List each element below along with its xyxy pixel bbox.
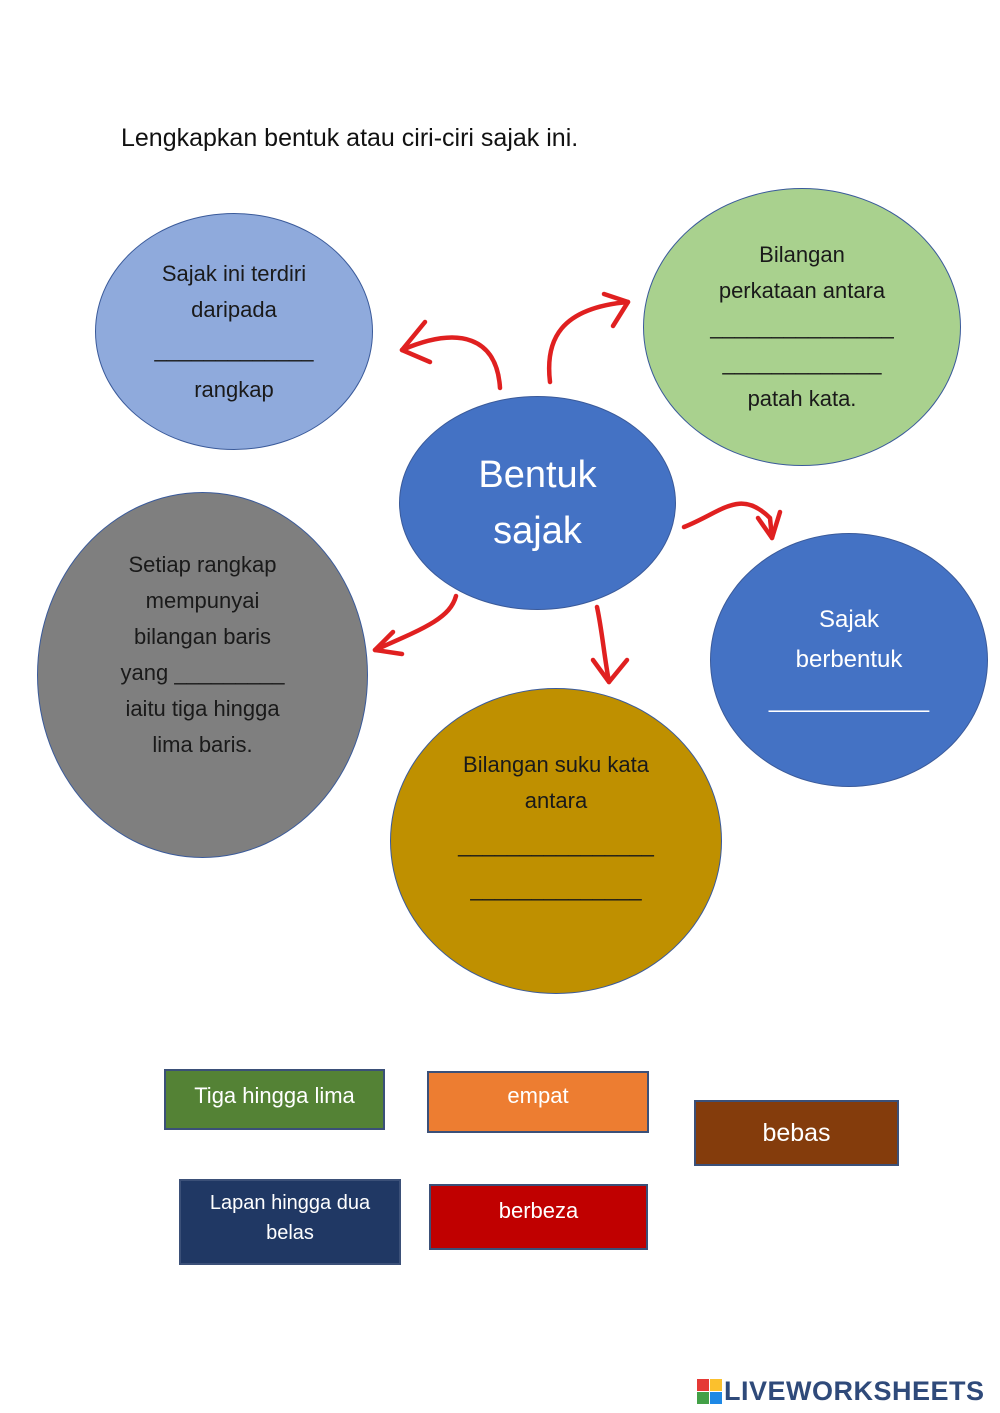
berbentuk-bubble: Sajak berbentuk ____________ <box>710 533 988 787</box>
center-title-line-2: sajak <box>493 510 582 552</box>
answer-bebas[interactable]: bebas <box>694 1100 899 1166</box>
answer-tiga-hingga-lima[interactable]: Tiga hingga lima <box>164 1069 385 1130</box>
center-bubble: Bentuk sajak <box>399 396 676 610</box>
rangkap-bubble: Sajak ini terdiri daripada _____________… <box>95 213 373 450</box>
suku-kata-blank-2[interactable]: ______________ <box>470 876 642 901</box>
suku-kata-bubble: Bilangan suku kata antara ______________… <box>390 688 722 994</box>
berbentuk-blank[interactable]: ____________ <box>768 686 930 713</box>
center-title-line-1: Bentuk <box>478 454 597 496</box>
suku-kata-blank-1[interactable]: ________________ <box>458 832 654 857</box>
arrow-to-baris <box>372 593 459 657</box>
answer-lapan-hingga-dua-belas[interactable]: Lapan hingga dua belas <box>179 1179 401 1265</box>
answer-empat[interactable]: empat <box>427 1071 649 1133</box>
baris-blank-line[interactable]: yang _________ <box>120 660 285 685</box>
logo-cubes-icon <box>697 1379 722 1404</box>
answer-berbeza[interactable]: berbeza <box>429 1184 648 1250</box>
rangkap-blank[interactable]: _____________ <box>154 336 314 362</box>
perkataan-bubble: Bilangan perkataan antara ______________… <box>643 188 961 466</box>
baris-bubble: Setiap rangkap mempunyai bilangan baris … <box>37 492 368 858</box>
arrow-to-perkataan <box>546 291 631 385</box>
arrow-to-rangkap <box>399 319 503 391</box>
logo-text: LIVEWORKSHEETS <box>724 1376 985 1406</box>
instruction-text: Lengkapkan bentuk atau ciri-ciri sajak i… <box>121 124 579 152</box>
liveworksheets-logo: LIVEWORKSHEETS <box>697 1376 985 1407</box>
perkataan-blank-2[interactable]: _____________ <box>722 350 882 375</box>
arrow-to-suku-kata <box>590 604 630 685</box>
arrow-to-berbentuk <box>681 501 783 541</box>
perkataan-blank-1[interactable]: _______________ <box>710 314 894 339</box>
